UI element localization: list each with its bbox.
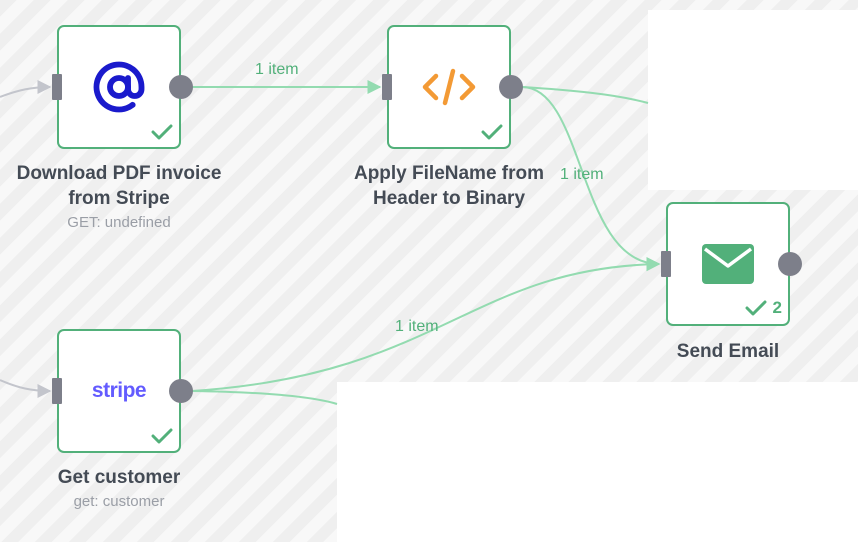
node-label-send-email: Send Email [676, 341, 780, 362]
connection-apply-to-send[interactable] [521, 86, 661, 271]
success-indicator: 2 [745, 298, 782, 318]
at-sign-icon [59, 27, 179, 147]
node-label-get-customer: Get customer [57, 467, 181, 488]
success-indicator [481, 123, 503, 141]
node-download-pdf-invoice[interactable] [57, 25, 181, 149]
input-handle-apply-filename[interactable] [382, 74, 392, 100]
node-label-line-1: Download PDF invoice [16, 163, 222, 184]
stripe-logo-icon: stripe [59, 331, 179, 451]
node-subtitle-get-customer: get: customer [73, 493, 165, 510]
input-handle-download-pdf[interactable] [52, 74, 62, 100]
success-indicator [151, 427, 173, 445]
connection-customer-to-offscreen[interactable] [191, 390, 338, 405]
checkmark-icon [745, 300, 767, 316]
stripe-logo-text: stripe [91, 379, 147, 402]
node-label-line-1: Apply FileName from [353, 163, 545, 184]
node-apply-filename[interactable] [387, 25, 511, 149]
checkmark-icon [151, 124, 173, 140]
run-count: 2 [772, 298, 782, 317]
output-handle-get-customer[interactable] [169, 379, 193, 403]
edge-label-apply-to-send: 1 item [560, 166, 604, 183]
incoming-connection-download[interactable] [0, 80, 52, 98]
output-handle-download-pdf[interactable] [169, 75, 193, 99]
code-icon [389, 27, 509, 147]
input-handle-get-customer[interactable] [52, 378, 62, 404]
input-handle-send-email[interactable] [661, 251, 671, 277]
node-label-download-pdf: Download PDF invoice from Stripe [0, 161, 249, 211]
output-handle-apply-filename[interactable] [499, 75, 523, 99]
node-get-customer[interactable]: stripe [57, 329, 181, 453]
node-label-apply-filename: Apply FileName from Header to Binary [319, 161, 579, 211]
incoming-connection-customer[interactable] [0, 379, 52, 398]
edge-label-download-to-apply: 1 item [255, 61, 299, 78]
node-send-email[interactable]: 2 [666, 202, 790, 326]
checkmark-icon [481, 124, 503, 140]
checkmark-icon [151, 428, 173, 444]
success-indicator [151, 123, 173, 141]
envelope-icon [668, 204, 788, 324]
output-handle-send-email[interactable] [778, 252, 802, 276]
node-label-line-2: from Stripe [68, 188, 170, 209]
canvas-overlay-bottom [337, 382, 858, 542]
connection-apply-to-offscreen[interactable] [521, 86, 649, 104]
edge-label-customer-to-send: 1 item [395, 318, 439, 335]
connection-customer-to-send[interactable] [191, 257, 661, 392]
canvas-overlay-top-right [648, 10, 858, 190]
node-label-line-2: Header to Binary [372, 188, 526, 209]
node-subtitle-download-pdf: GET: undefined [67, 214, 171, 231]
